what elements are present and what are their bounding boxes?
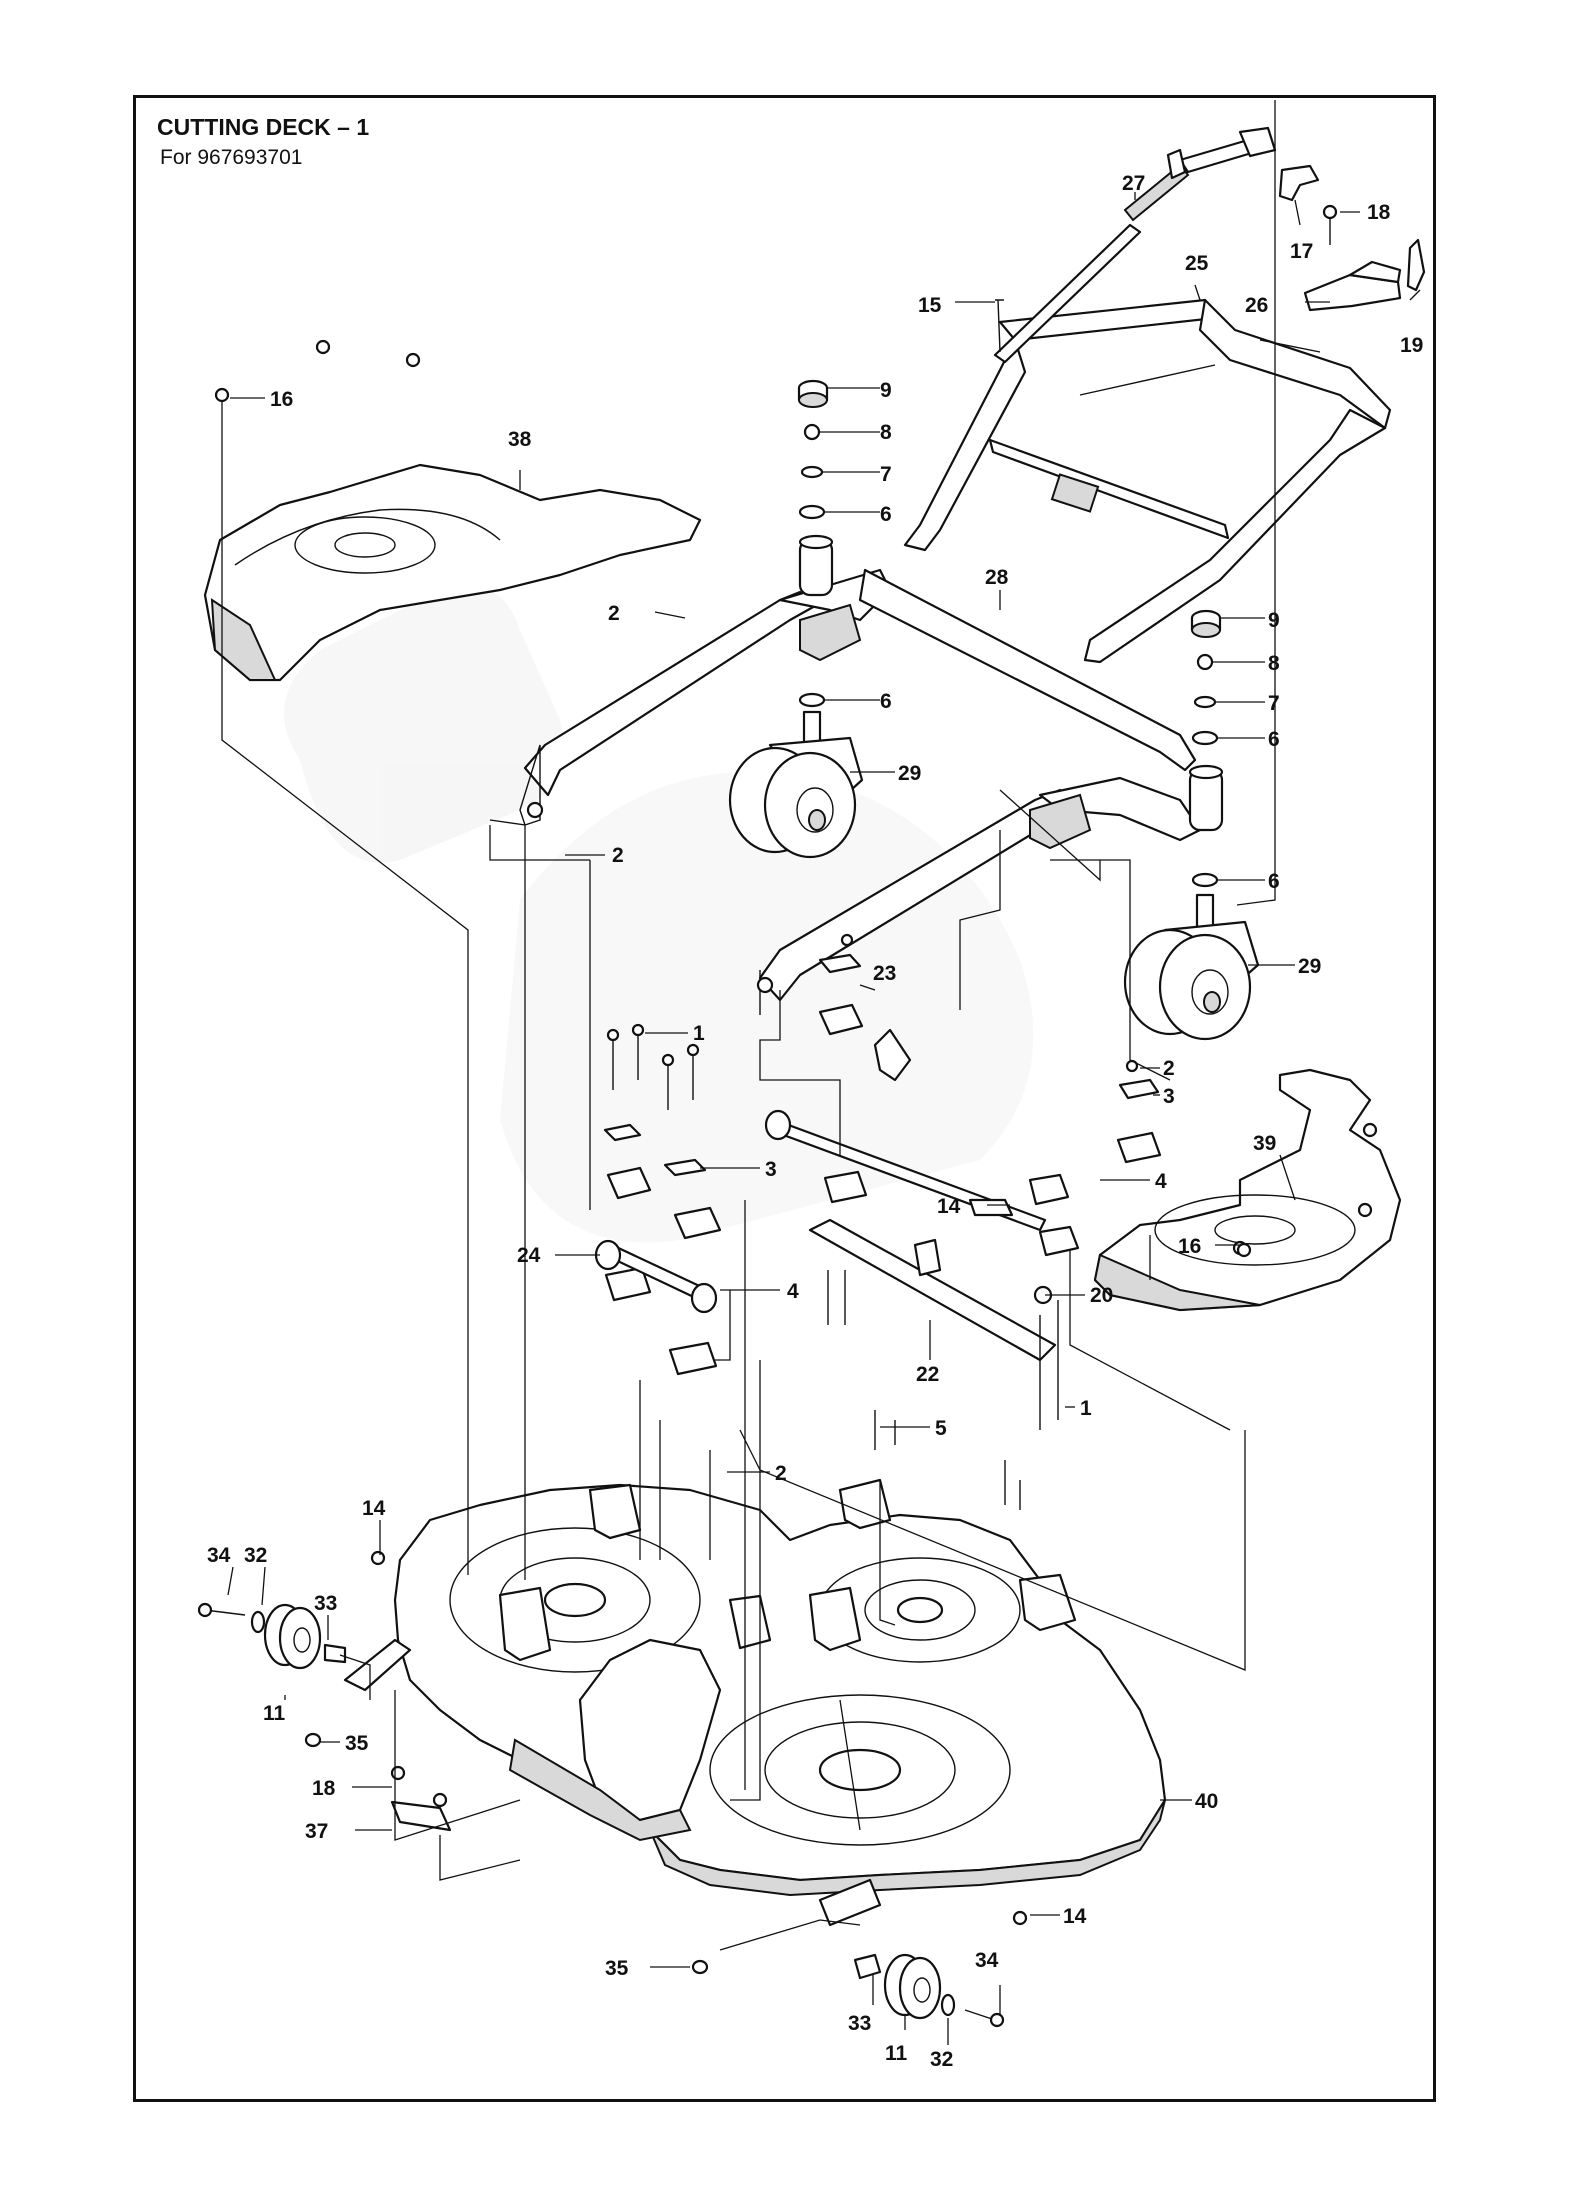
assembly-lines [221, 100, 1276, 1951]
callout-2-upper: 2 [608, 602, 620, 625]
callout-1-upper: 1 [693, 1022, 705, 1045]
callout-2-middle: 2 [612, 844, 624, 867]
callout-29-right: 29 [1298, 955, 1321, 978]
callout-16-right: 16 [1178, 1235, 1201, 1258]
callout-28: 28 [985, 566, 1009, 589]
callout-6-left: 6 [880, 503, 892, 526]
callout-34-left: 34 [207, 1544, 231, 1567]
callout-24: 24 [517, 1244, 541, 1267]
castor-stack-left [797, 379, 829, 708]
callout-8-right: 8 [1268, 652, 1280, 675]
callout-34-right: 34 [975, 1949, 999, 1972]
callout-14-lower: 14 [1063, 1905, 1087, 1928]
diagram-frame [133, 95, 1436, 2102]
belt-cover-right [1093, 1068, 1402, 1312]
cutting-deck-housing [343, 1478, 1167, 1927]
page-title: CUTTING DECK – 1 [157, 114, 370, 140]
callout-33-right: 33 [848, 2012, 871, 2035]
callout-14-left: 14 [362, 1497, 386, 1520]
callout-19: 19 [1400, 334, 1423, 357]
callout-32-right: 32 [930, 2048, 953, 2071]
callout-4-right: 4 [1155, 1170, 1167, 1193]
callout-20: 20 [1090, 1284, 1113, 1307]
callout-27: 27 [1122, 172, 1145, 195]
callout-25: 25 [1185, 252, 1209, 275]
callout-22: 22 [916, 1363, 939, 1386]
lift-handle-assembly [903, 126, 1426, 664]
callout-4-left: 4 [787, 1280, 799, 1303]
callout-18-lower: 18 [312, 1777, 336, 1800]
callout-8-left: 8 [880, 421, 892, 444]
callout-16-left: 16 [270, 388, 293, 411]
callout-9-right: 9 [1268, 609, 1280, 632]
callout-labels: 27 18 17 25 26 19 15 9 8 7 6 16 38 28 2 … [207, 172, 1423, 2071]
callout-6-right-upper: 6 [1268, 728, 1280, 751]
callout-26: 26 [1245, 294, 1268, 317]
castor-wheel-left [728, 710, 864, 859]
gauge-wheel-left [197, 1602, 347, 1748]
callout-35-left: 35 [345, 1732, 369, 1755]
callout-33-left: 33 [314, 1592, 337, 1615]
deck-small-parts [370, 1242, 1252, 1926]
callout-11-right: 11 [885, 2042, 908, 2065]
belt-cover-left [203, 339, 702, 682]
page-subtitle: For 967693701 [160, 146, 303, 169]
callout-39: 39 [1253, 1132, 1276, 1155]
callout-2-right: 2 [1163, 1057, 1175, 1080]
castor-stack-right [1190, 609, 1222, 888]
castor-wheel-right [1123, 893, 1260, 1041]
callout-5: 5 [935, 1417, 947, 1440]
callout-1-lower: 1 [1080, 1397, 1092, 1420]
callout-leaders [227, 192, 1421, 2045]
callout-6-right-lower: 6 [1268, 870, 1280, 893]
callout-38: 38 [508, 428, 532, 451]
callout-15: 15 [918, 294, 942, 317]
gauge-wheel-right [691, 1953, 1005, 2028]
callout-17: 17 [1290, 240, 1313, 263]
callout-9-left: 9 [880, 379, 892, 402]
callout-23: 23 [873, 962, 896, 985]
callout-3-left: 3 [765, 1158, 777, 1181]
callout-35-right: 35 [605, 1957, 629, 1980]
callout-6-left-lower: 6 [880, 690, 892, 713]
callout-37: 37 [305, 1820, 328, 1843]
callout-3-right: 3 [1163, 1085, 1175, 1108]
callout-11-left: 11 [263, 1702, 286, 1725]
callout-29-left: 29 [898, 762, 921, 785]
hanger-parts-right [764, 933, 1162, 1510]
callout-14-middle: 14 [937, 1195, 961, 1218]
callout-7-left: 7 [880, 463, 892, 486]
callout-32-left: 32 [244, 1544, 267, 1567]
callout-18-top: 18 [1367, 201, 1391, 224]
callout-40: 40 [1195, 1790, 1218, 1813]
callout-7-right: 7 [1268, 692, 1280, 715]
hanger-parts-left [594, 1023, 722, 1376]
callout-2-lower: 2 [775, 1462, 787, 1485]
